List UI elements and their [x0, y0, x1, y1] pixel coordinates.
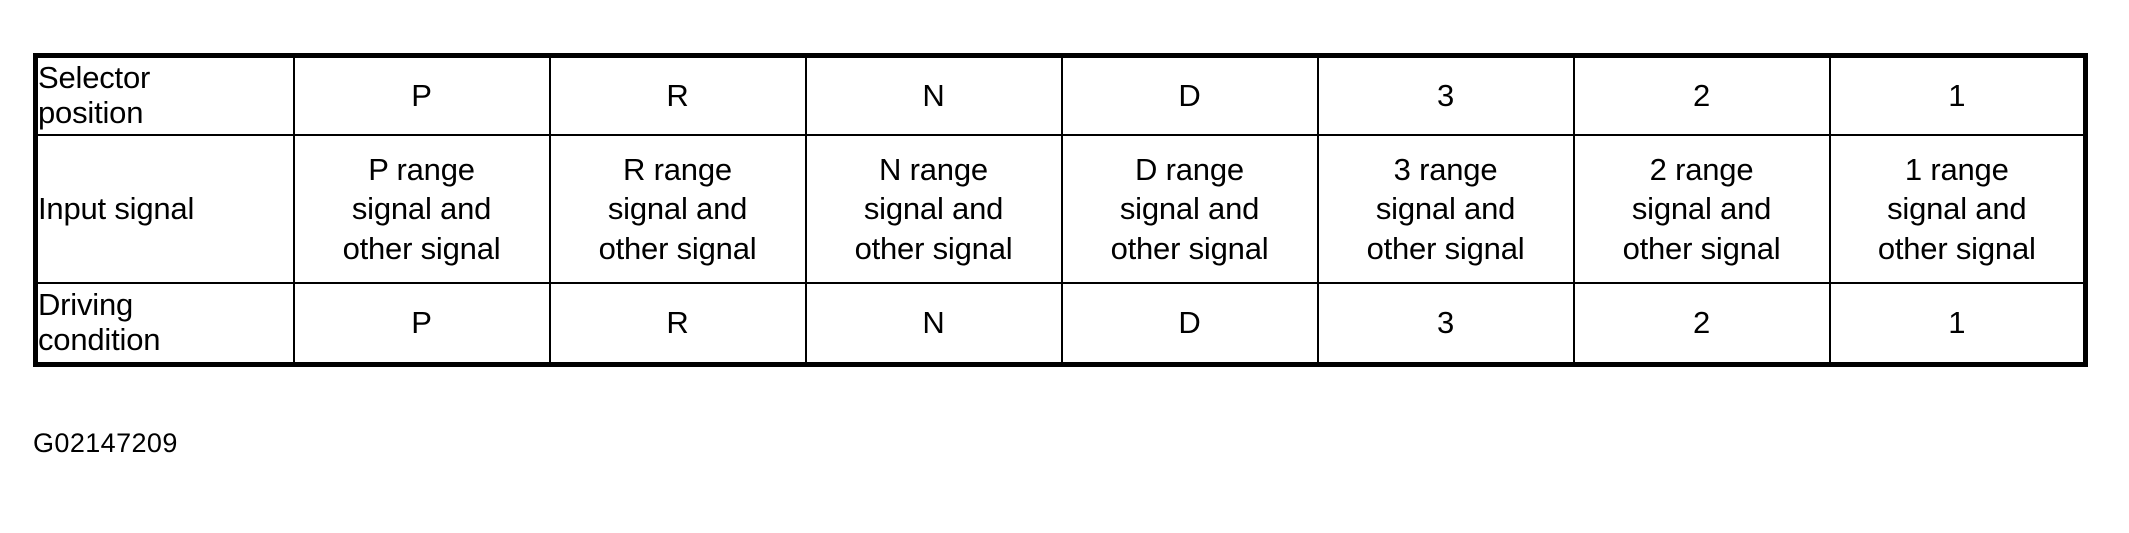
row-header-label: Selector position	[38, 60, 151, 130]
cell-value: N	[922, 304, 945, 340]
cell-value: 1 range signal and other signal	[1877, 152, 2036, 266]
cell-input-signal-p: P range signal and other signal	[292, 134, 551, 284]
spec-table-container: Selector position P R N D 3	[33, 53, 2088, 367]
cell-selector-position-p: P	[292, 54, 551, 136]
cell-value: N range signal and other signal	[854, 152, 1013, 266]
cell-value: R	[666, 77, 689, 113]
cell-input-signal-3: 3 range signal and other signal	[1316, 134, 1575, 284]
cell-value: N	[922, 77, 945, 113]
cell-driving-condition-n: N	[804, 282, 1063, 366]
cell-value: D	[1178, 77, 1201, 113]
row-header-label: Driving condition	[38, 287, 161, 357]
cell-value: 1	[1948, 77, 1966, 113]
table-row-driving-condition: Driving condition P R N D 3	[34, 282, 2087, 366]
cell-selector-position-r: R	[548, 54, 807, 136]
cell-driving-condition-1: 1	[1828, 282, 2087, 366]
cell-value: 3 range signal and other signal	[1366, 152, 1525, 266]
cell-input-signal-1: 1 range signal and other signal	[1828, 134, 2087, 284]
cell-driving-condition-p: P	[292, 282, 551, 366]
cell-input-signal-2: 2 range signal and other signal	[1572, 134, 1831, 284]
cell-value: P	[411, 304, 432, 340]
cell-value: 3	[1436, 304, 1455, 340]
cell-value: 2 range signal and other signal	[1622, 152, 1781, 266]
cell-value: 3	[1436, 77, 1455, 113]
cell-selector-position-2: 2	[1572, 54, 1831, 136]
cell-input-signal-d: D range signal and other signal	[1060, 134, 1319, 284]
table-row-input-signal: Input signal P range signal and other si…	[34, 134, 2087, 284]
cell-value: R range signal and other signal	[598, 152, 757, 266]
cell-driving-condition-3: 3	[1316, 282, 1575, 366]
row-header-label: Input signal	[38, 190, 195, 226]
cell-selector-position-3: 3	[1316, 54, 1575, 136]
cell-selector-position-n: N	[804, 54, 1063, 136]
cell-value: P range signal and other signal	[342, 152, 501, 266]
cell-driving-condition-2: 2	[1572, 282, 1831, 366]
cell-selector-position-d: D	[1060, 54, 1319, 136]
cell-input-signal-r: R range signal and other signal	[548, 134, 807, 284]
figure-caption: G02147209	[33, 428, 178, 458]
cell-value: P	[411, 77, 432, 113]
row-header-input-signal: Input signal	[34, 134, 295, 284]
cell-value: D range signal and other signal	[1110, 152, 1269, 266]
cell-value: R	[666, 304, 689, 340]
selector-position-table: Selector position P R N D 3	[33, 53, 2088, 367]
cell-driving-condition-d: D	[1060, 282, 1319, 366]
cell-value: 2	[1692, 77, 1711, 113]
table-row-selector-position: Selector position P R N D 3	[34, 54, 2087, 136]
cell-value: 2	[1692, 304, 1711, 340]
cell-driving-condition-r: R	[548, 282, 807, 366]
row-header-selector-position: Selector position	[34, 54, 295, 136]
row-header-driving-condition: Driving condition	[34, 282, 295, 366]
cell-selector-position-1: 1	[1828, 54, 2087, 136]
cell-value: 1	[1948, 304, 1966, 340]
cell-input-signal-n: N range signal and other signal	[804, 134, 1063, 284]
cell-value: D	[1178, 304, 1201, 340]
